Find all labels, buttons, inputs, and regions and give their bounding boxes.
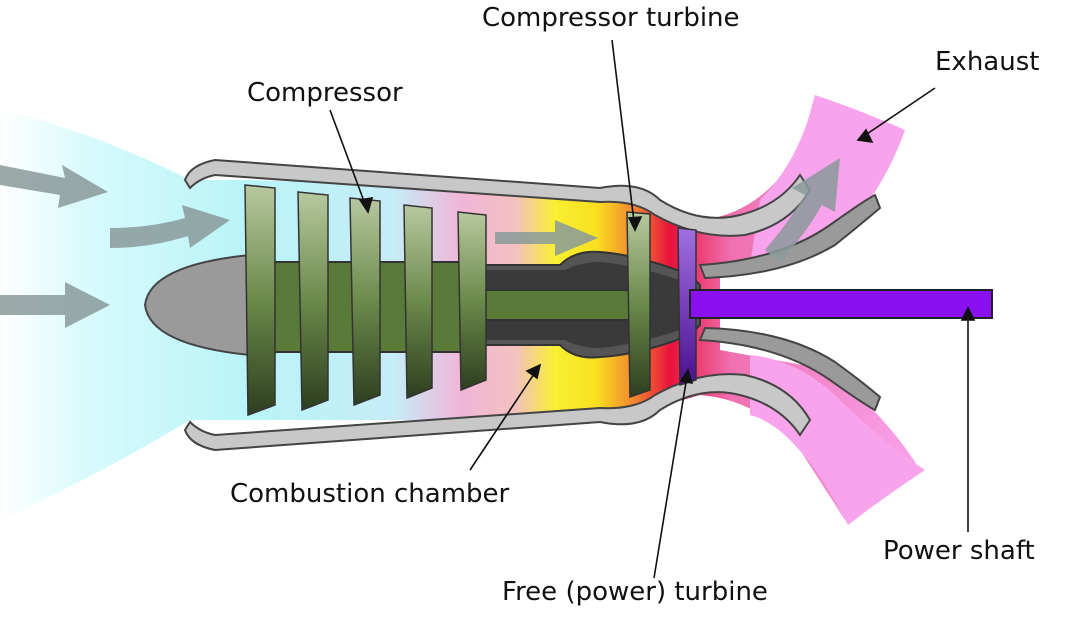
label-combustion-chamber: Combustion chamber [230,479,510,509]
casing-bottom [183,373,812,452]
exhaust-arrow [765,158,840,262]
flow-arrows [0,158,840,328]
label-free-turbine: Free (power) turbine [502,577,768,607]
compressor-turbine-blades [626,211,651,399]
spinner-icon [143,253,251,357]
leader-compressor [329,109,369,213]
label-compressor: Compressor [247,78,403,108]
compressor-blades [244,184,487,417]
leader-exhaust [857,87,936,141]
leader-combustion-chamber [469,364,541,471]
compressor-stage-4 [403,204,433,400]
leader-free-turbine [653,369,689,579]
free-turbine-blades [677,227,697,387]
compressor-stage-5 [457,211,487,392]
label-power-shaft: Power shaft [883,536,1035,566]
compressor-stage-3 [349,197,381,407]
power-shaft [689,289,993,319]
compressor-stage-2 [297,191,329,412]
intake-arrow-3 [0,282,110,328]
exhaust-duct-lower-wall [698,326,882,412]
combustion-arrow [495,220,598,256]
intake-arrow-2 [110,205,230,248]
label-exhaust: Exhaust [935,47,1040,77]
intake-arrow-1 [0,165,108,208]
leader-lines [329,39,976,579]
compressor-stage-1 [244,184,276,417]
leader-compressor-turbine [611,39,636,231]
core-shaft [479,289,631,321]
label-compressor-turbine: Compressor turbine [482,3,740,33]
exhaust-plume-lower [750,355,925,525]
